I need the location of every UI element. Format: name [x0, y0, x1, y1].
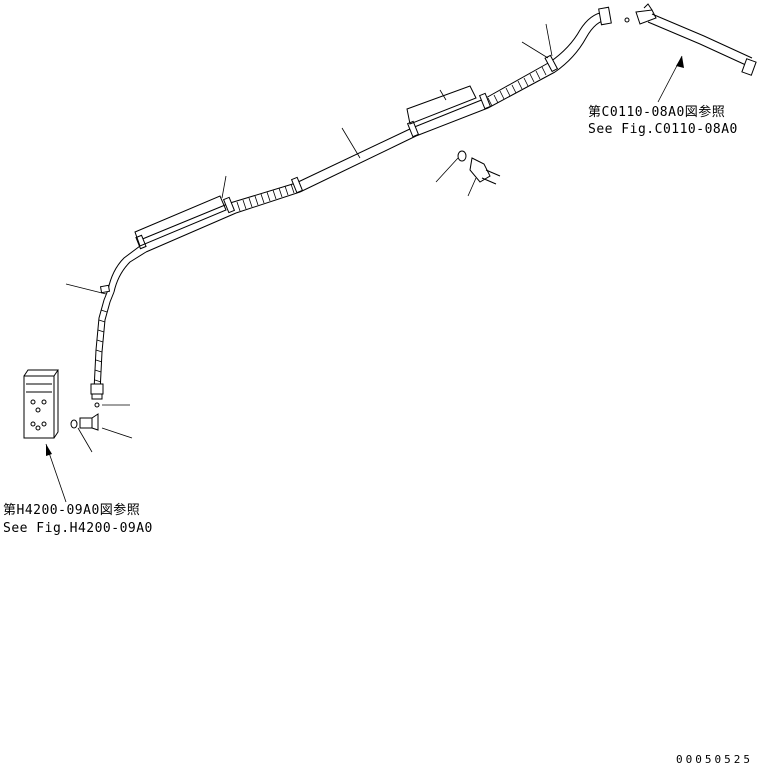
valve-block — [23, 369, 59, 439]
lower-reference-en: See Fig.H4200-09A0 — [3, 521, 153, 536]
upper-reference-jp: 第C0110-08A0図参照 — [588, 105, 726, 120]
hose-wrap-vertical — [94, 309, 108, 383]
hose-end-fitting-upper — [598, 6, 630, 26]
upper-reference-en: See Fig.C0110-08A0 — [588, 122, 738, 137]
hose-clamps — [99, 54, 559, 294]
hose-wrap-lower — [236, 183, 295, 212]
leader-lines — [65, 23, 553, 453]
hose-assembly — [93, 11, 609, 393]
hose-end-fitting-lower — [90, 383, 104, 408]
reference-arrow-upper — [657, 55, 684, 103]
hose-wrap-upper — [487, 66, 547, 107]
elbow-fitting — [70, 413, 99, 431]
connecting-pipe — [635, 3, 757, 76]
lower-reference-jp: 第H4200-09A0図参照 — [3, 503, 141, 518]
bracket-plates — [134, 85, 477, 247]
bolt-and-washer — [457, 150, 501, 185]
drawing-number: 00050525 — [676, 753, 753, 766]
reference-arrow-lower — [45, 443, 67, 503]
